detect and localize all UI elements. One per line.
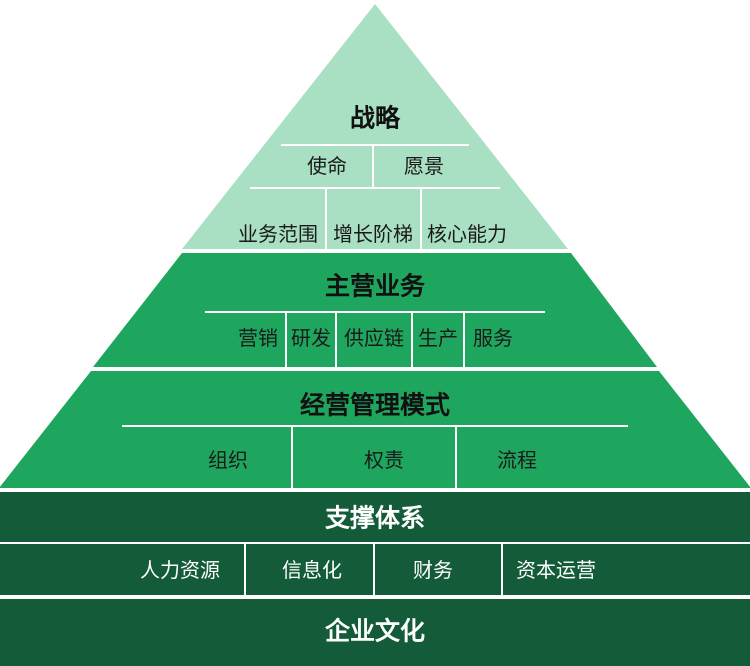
management-cell-process: 流程 <box>497 448 537 472</box>
tier-main-business: 主营业务 营销 研发 供应链 生产 服务 <box>93 253 657 367</box>
management-cell-organization: 组织 <box>208 448 248 472</box>
support-cell-informatization: 信息化 <box>282 558 342 582</box>
tier-strategy: 战略 使命 愿景 业务范围 增长阶梯 核心能力 <box>182 4 568 249</box>
main-business-cell-production: 生产 <box>418 326 458 350</box>
tier-support-system-title: 支撑体系 <box>325 504 425 533</box>
tier-strategy-title: 战略 <box>350 104 401 133</box>
main-business-cell-rnd: 研发 <box>291 326 331 350</box>
main-business-cell-service: 服务 <box>473 326 513 350</box>
support-cell-capital-operation: 资本运营 <box>516 558 596 582</box>
main-business-cell-marketing: 营销 <box>238 326 278 350</box>
tier-management-model-background <box>0 371 750 488</box>
tier-corporate-culture-title: 企业文化 <box>325 617 425 646</box>
strategy-cell-growth-ladder: 增长阶梯 <box>333 222 413 246</box>
support-cell-human-resources: 人力资源 <box>140 558 220 582</box>
tier-corporate-culture: 企业文化 <box>0 599 750 666</box>
main-business-cell-supply-chain: 供应链 <box>344 326 404 350</box>
strategy-cell-mission: 使命 <box>307 154 347 178</box>
tier-management-model-title: 经营管理模式 <box>300 391 450 420</box>
support-cell-finance: 财务 <box>413 558 453 582</box>
tier-support-system: 支撑体系 人力资源 信息化 财务 资本运营 <box>0 492 750 595</box>
tier-main-business-background <box>93 253 657 367</box>
tier-main-business-title: 主营业务 <box>325 272 425 301</box>
strategy-cell-vision: 愿景 <box>404 154 444 178</box>
strategy-cell-business-scope: 业务范围 <box>238 222 318 246</box>
tier-management-model: 经营管理模式 组织 权责 流程 <box>0 371 750 488</box>
management-cell-rights-responsibilities: 权责 <box>364 448 404 472</box>
strategy-cell-core-capability: 核心能力 <box>427 222 507 246</box>
tier-corporate-culture-background <box>0 599 750 666</box>
